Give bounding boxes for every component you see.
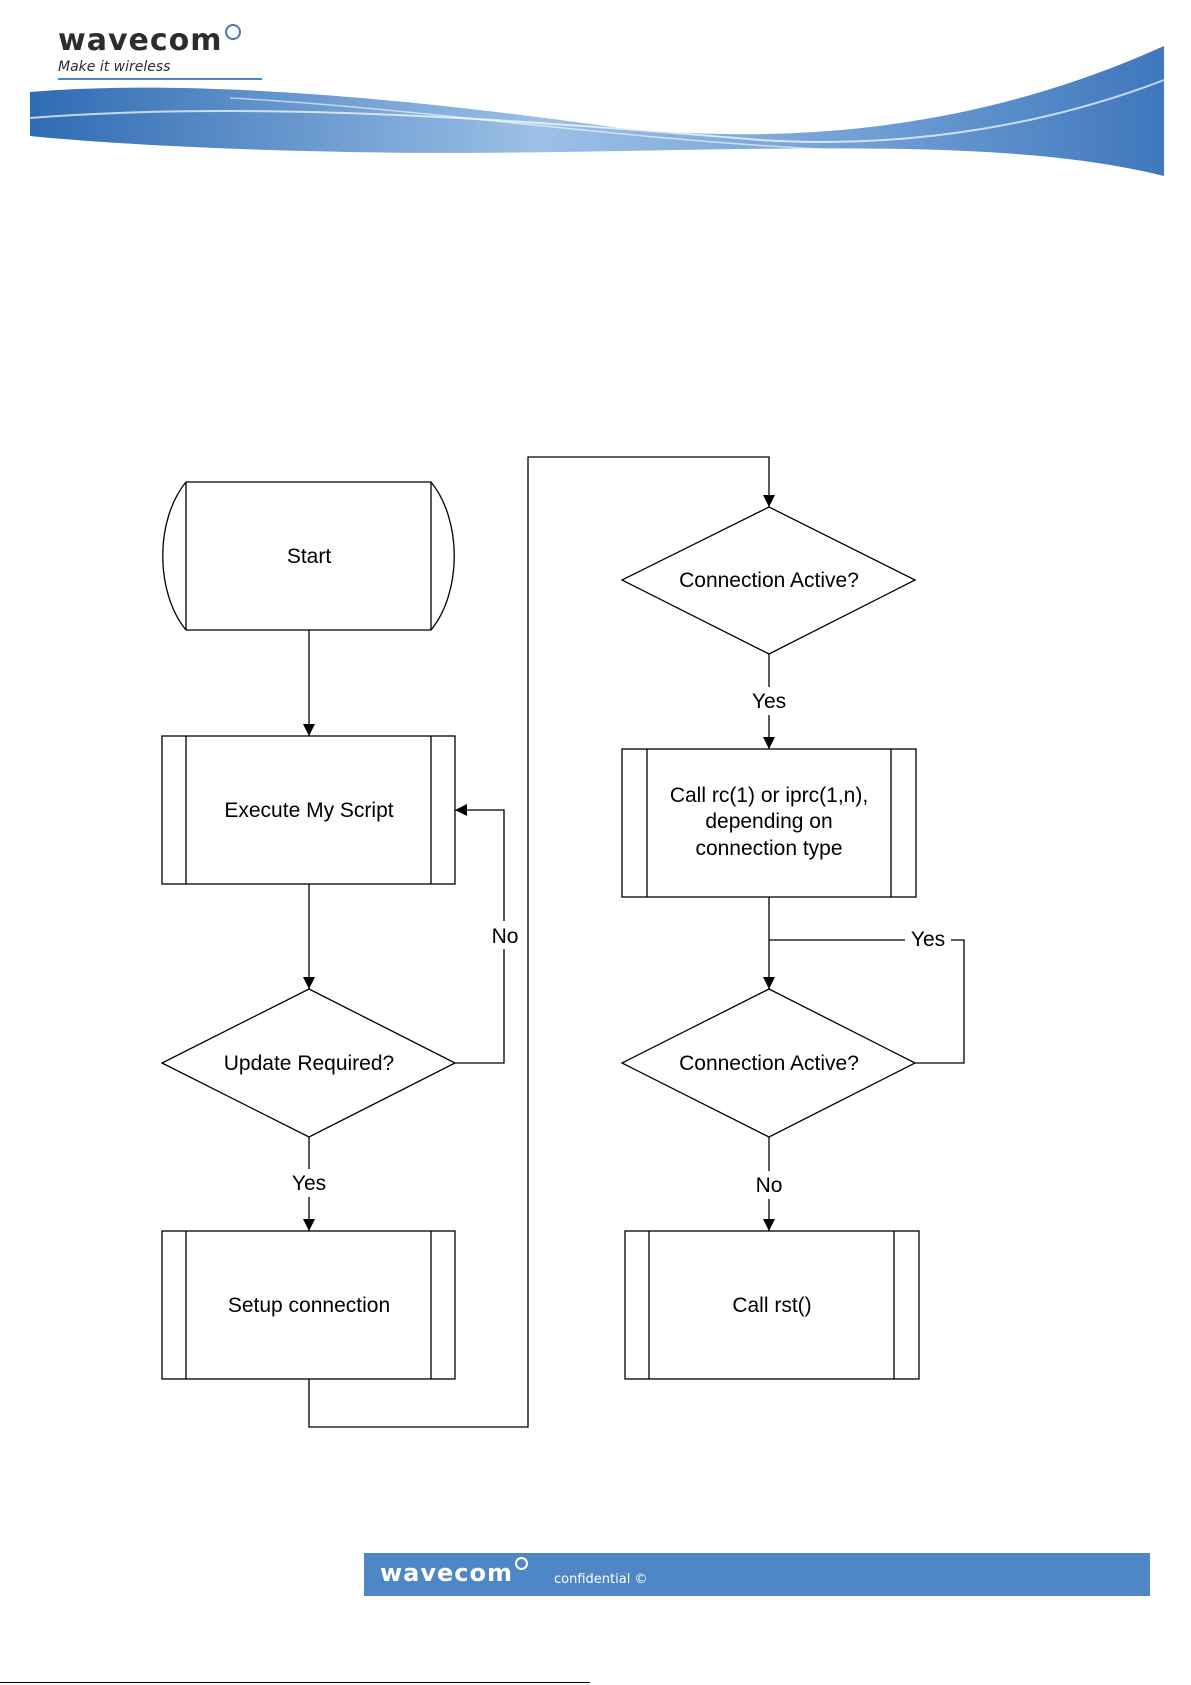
call-rc-label-line1: Call rc(1) or iprc(1,n), [670,784,868,807]
footer-bar: wavecom confidential © [364,1553,1150,1596]
call-rc-label-line2: depending on [705,810,832,833]
footer-rule [0,1682,590,1683]
edge-label-update-no: No [492,925,519,948]
execute-script-label: Execute My Script [224,799,393,822]
edge-label-active1-yes: Yes [752,690,786,713]
footer-confidential: confidential © [554,1572,647,1587]
connection-active-1-label: Connection Active? [679,569,859,592]
edge-label-update-yes: Yes [292,1172,326,1195]
connection-active-2-label: Connection Active? [679,1052,859,1075]
update-required-label: Update Required? [224,1052,394,1075]
footer-logo-mark-icon [515,1557,528,1570]
start-label: Start [287,545,332,568]
edge-label-active2-yes: Yes [911,928,945,951]
call-rst-label: Call rst() [732,1294,811,1317]
footer-logo-text: wavecom [380,1559,513,1587]
setup-connection-label: Setup connection [228,1294,390,1317]
call-rc-label-line3: connection type [695,837,842,860]
edge-label-active2-no: No [756,1174,783,1197]
